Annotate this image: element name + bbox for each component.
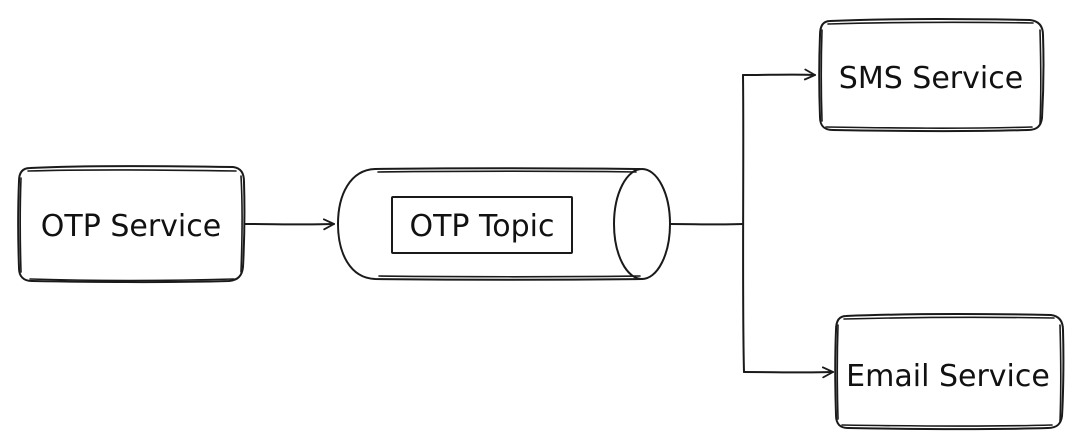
sms-service-node: SMS Service	[818, 18, 1045, 133]
otp-service-label: OTP Service	[41, 209, 221, 244]
otp-topic-label: OTP Topic	[409, 209, 554, 244]
sms-service-box	[818, 18, 1045, 133]
email-service-box-sketch-overdraw	[836, 316, 1062, 427]
email-service-label: Email Service	[846, 359, 1050, 394]
otp-service-node: OTP Service	[17, 165, 246, 284]
otp-topic-inner-box	[391, 196, 573, 254]
otp-service-box	[17, 165, 246, 284]
email-service-node: Email Service	[834, 313, 1065, 431]
otp-topic-cylinder-end	[613, 168, 671, 280]
sms-service-label: SMS Service	[839, 61, 1023, 96]
sms-service-box-sketch-overdraw	[820, 21, 1042, 129]
otp-topic-cylinder-body-overdraw	[377, 170, 641, 278]
email-service-box	[834, 313, 1065, 431]
otp-topic-cylinder-body	[337, 167, 643, 281]
otp-topic-node: OTP Topic	[337, 167, 671, 281]
otp-service-box-sketch-overdraw	[19, 169, 243, 282]
branch-vertical-line	[742, 74, 745, 373]
